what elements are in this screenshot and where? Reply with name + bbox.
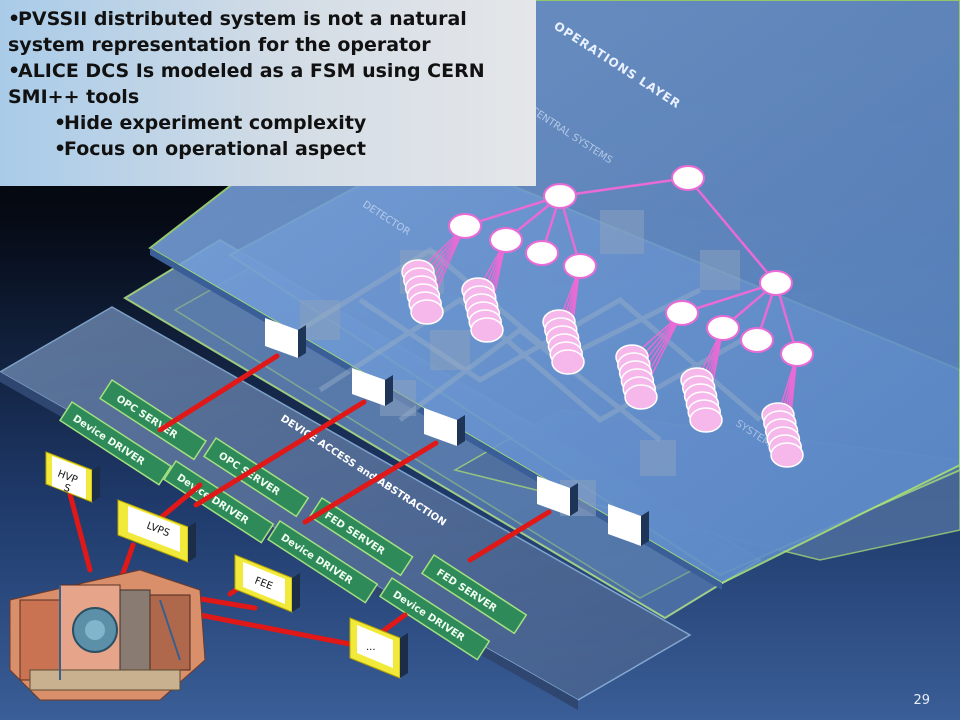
- bullet-text: system representation for the operator: [8, 34, 431, 56]
- fsm-node: [759, 270, 793, 296]
- fsm-leaf-node: [551, 349, 585, 375]
- bullet-text: ALICE DCS Is modeled as a FSM using CERN: [18, 60, 485, 82]
- bullet-dot-icon: •: [54, 138, 67, 160]
- fsm-leaf-node: [410, 299, 444, 325]
- bullet-text: Hide experiment complexity: [64, 112, 367, 134]
- layer-interface-boxes: [265, 318, 649, 546]
- fsm-node: [525, 240, 559, 266]
- fsm-edge: [464, 194, 561, 228]
- fsm-edge: [687, 177, 777, 284]
- fsm-tree-nodes: [448, 165, 814, 367]
- bullet-line: SMI++ tools: [8, 84, 536, 110]
- fsm-node: [671, 165, 705, 191]
- detector-machine-illustration: [9, 569, 206, 701]
- fsm-edge: [559, 176, 689, 198]
- fsm-leaf-stacks: [401, 259, 804, 468]
- bullet-text: Focus on operational aspect: [64, 138, 366, 160]
- fsm-node: [780, 341, 814, 367]
- fsm-leaf-node: [689, 407, 723, 433]
- fsm-leaf-node: [770, 442, 804, 468]
- bullet-line: •PVSSII distributed system is not a natu…: [8, 6, 536, 32]
- bullet-dot-icon: •: [54, 112, 67, 134]
- lvps-box: LVPS: [117, 499, 196, 563]
- fsm-leaf-node: [470, 317, 504, 343]
- bullet-text-box: •PVSSII distributed system is not a natu…: [0, 0, 536, 186]
- bullet-line: •Hide experiment complexity: [8, 110, 536, 136]
- bullet-line: system representation for the operator: [8, 32, 536, 58]
- bullet-text: SMI++ tools: [8, 86, 140, 108]
- bullet-dot-icon: •: [8, 8, 21, 30]
- bullet-dot-icon: •: [8, 60, 21, 82]
- fsm-node: [665, 300, 699, 326]
- bullet-text: PVSSII distributed system is not a natur…: [18, 8, 467, 30]
- fsm-node: [740, 327, 774, 353]
- page-number: 29: [913, 693, 930, 708]
- fsm-node: [448, 213, 482, 239]
- fsm-node: [543, 183, 577, 209]
- hvps-box: HVP S: [45, 451, 100, 503]
- fsm-node: [563, 253, 597, 279]
- fsm-node: [706, 315, 740, 341]
- bullet-line: •ALICE DCS Is modeled as a FSM using CER…: [8, 58, 536, 84]
- bullet-line: •Focus on operational aspect: [8, 136, 536, 162]
- hvps-label-2: S: [62, 483, 72, 496]
- fee-box: FEE: [234, 554, 300, 613]
- more-label: ...: [366, 642, 376, 653]
- fsm-node: [489, 227, 523, 253]
- more-box: ...: [349, 617, 408, 679]
- fsm-leaf-node: [624, 384, 658, 410]
- hardware-boxes: HVP S LVPS FEE ...: [45, 451, 408, 679]
